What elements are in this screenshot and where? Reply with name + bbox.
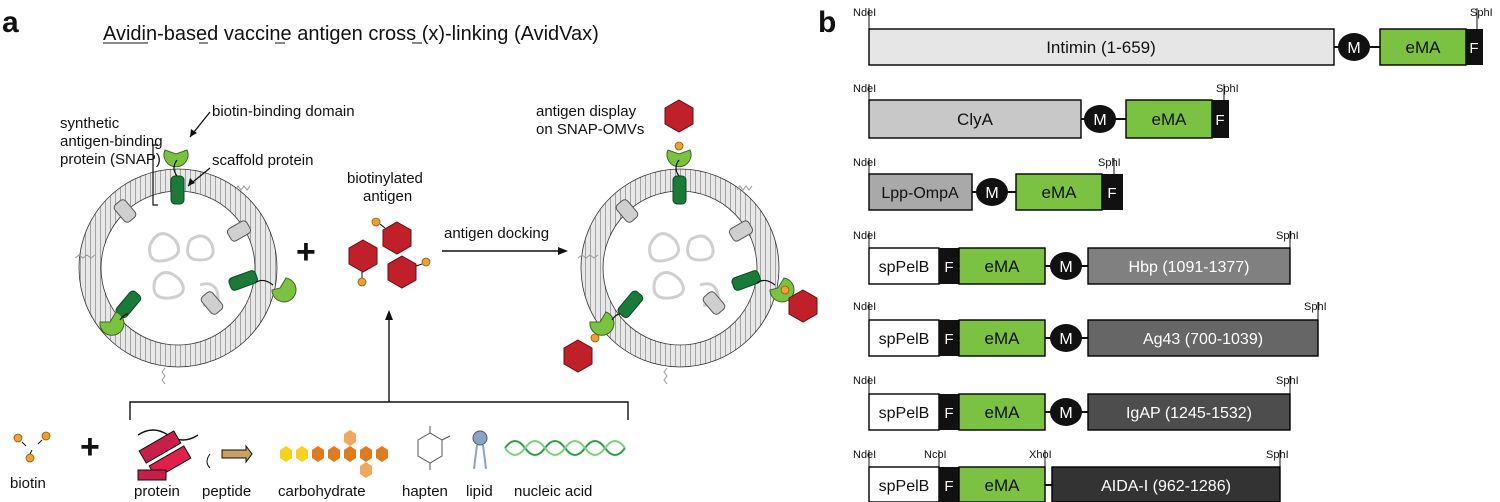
plus-sign-1: + xyxy=(296,233,316,271)
segment-f-2: F xyxy=(1215,112,1224,129)
site-sphi-4: SphI xyxy=(1276,230,1299,242)
snap-bracket xyxy=(152,144,158,206)
site-ndei-7: NdeI xyxy=(853,449,876,461)
site-ndei-4: NdeI xyxy=(853,230,876,242)
construct-row-4: NdeI SphI spPelB F eMA M Hbp (1091-1377) xyxy=(853,230,1299,285)
construct-row-6: NdeI SphI spPelB F eMA M IgAP (1245-1532… xyxy=(853,375,1299,431)
site-sphi-6: SphI xyxy=(1276,375,1299,387)
construct-row-1: NdeI SphI Intimin (1-659) M eMA F xyxy=(853,7,1493,66)
display-label-1: antigen display xyxy=(536,103,637,120)
cargo-label-hapten: hapten xyxy=(402,483,448,500)
segment-igap: IgAP (1245-1532) xyxy=(1126,405,1252,422)
site-ndei-5: NdeI xyxy=(853,301,876,313)
segment-ema-4: eMA xyxy=(985,257,1021,276)
site-ncoi-7: NcoI xyxy=(924,449,947,461)
biotinylated-label-2: antigen xyxy=(363,188,412,205)
scaffold-protein-label: scaffold protein xyxy=(212,152,313,169)
segment-ag43: Ag43 (700-1039) xyxy=(1143,331,1263,348)
biotinylated-label-1: biotinylated xyxy=(347,170,423,187)
peptide-icon xyxy=(206,444,253,469)
segment-aida-i: AIDA-I (962-1286) xyxy=(1101,478,1231,495)
site-ndei-1: NdeI xyxy=(853,7,876,19)
construct-row-2: NdeI SphI ClyA M eMA F xyxy=(853,83,1239,139)
segment-intimin: Intimin (1-659) xyxy=(1046,38,1156,57)
cargo-label-lipid: lipid xyxy=(466,483,493,500)
lipid-icon xyxy=(472,430,488,470)
segment-f-3: F xyxy=(1107,185,1116,202)
segment-ema-6: eMA xyxy=(985,403,1021,422)
carbohydrate-icon xyxy=(280,430,388,478)
omv-vesicle-left xyxy=(74,149,297,385)
segment-f-4: F xyxy=(944,259,953,276)
biotin-label: biotin xyxy=(10,475,46,492)
segment-f-6: F xyxy=(944,405,953,422)
site-sphi-2: SphI xyxy=(1216,83,1239,95)
cargo-bracket xyxy=(129,401,629,420)
segment-m-5: M xyxy=(1059,331,1072,348)
site-ndei-6: NdeI xyxy=(853,375,876,387)
snap-label-1: synthetic xyxy=(60,115,120,132)
segment-hbp: Hbp (1091-1377) xyxy=(1129,259,1250,276)
biotin-binding-domain-label: biotin-binding domain xyxy=(212,103,355,120)
panel-b-letter: b xyxy=(818,6,836,39)
site-sphi-5: SphI xyxy=(1304,301,1327,313)
omv-vesicle-right xyxy=(563,99,818,385)
site-ndei-2: NdeI xyxy=(853,83,876,95)
panel-a-letter: a xyxy=(2,6,19,39)
segment-ema-1: eMA xyxy=(1406,38,1442,57)
segment-sppelb-4: spPelB xyxy=(879,259,930,276)
snap-label-3: protein (SNAP) xyxy=(60,151,161,168)
segment-clya: ClyA xyxy=(957,110,994,129)
segment-ema-5: eMA xyxy=(985,329,1021,348)
construct-row-5: NdeI SphI spPelB F eMA M Ag43 (700-1039) xyxy=(853,301,1327,357)
segment-m-6: M xyxy=(1059,405,1072,422)
site-sphi-3: SphI xyxy=(1098,157,1121,169)
segment-sppelb-6: spPelB xyxy=(879,405,930,422)
cargo-label-nucleic-acid: nucleic acid xyxy=(514,483,592,500)
segment-sppelb-7: spPelB xyxy=(879,478,930,495)
hapten-icon xyxy=(417,426,451,470)
segment-f-1: F xyxy=(1469,40,1478,57)
segment-f-5: F xyxy=(944,331,953,348)
construct-row-3: NdeI SphI Lpp-OmpA M eMA F xyxy=(853,157,1123,211)
segment-m-1: M xyxy=(1347,40,1360,57)
protein-icon xyxy=(137,429,199,481)
display-label-2: on SNAP-OMVs xyxy=(536,121,644,138)
construct-row-7: NdeI NcoI XhoI SphI spPelB F eMA AIDA-I … xyxy=(853,449,1289,502)
site-sphi-7: SphI xyxy=(1266,449,1289,461)
antigen-docking-label: antigen docking xyxy=(444,225,549,242)
segment-ema-2: eMA xyxy=(1152,110,1188,129)
cargo-label-protein: protein xyxy=(134,483,180,500)
plus-sign-2: + xyxy=(80,428,100,466)
segment-m-3: M xyxy=(985,185,998,202)
site-xhoi-7: XhoI xyxy=(1029,449,1052,461)
biotin-molecules xyxy=(13,431,51,463)
cargo-label-carbohydrate: carbohydrate xyxy=(278,483,366,500)
panel-a-title: Avidin-based vaccine antigen cross (x)-l… xyxy=(103,23,599,45)
segment-ema-7: eMA xyxy=(985,476,1021,495)
site-sphi-1: SphI xyxy=(1470,7,1493,19)
segment-m-2: M xyxy=(1093,112,1106,129)
cargo-label-peptide: peptide xyxy=(202,483,251,500)
nucleic-acid-icon xyxy=(504,440,626,456)
segment-sppelb-5: spPelB xyxy=(879,331,930,348)
snap-label-2: antigen-binding xyxy=(60,133,163,150)
segment-m-4: M xyxy=(1059,259,1072,276)
site-ndei-3: NdeI xyxy=(853,157,876,169)
segment-f-7: F xyxy=(944,478,953,495)
biotinylated-antigens xyxy=(348,217,431,289)
segment-ema-3: eMA xyxy=(1042,183,1078,202)
segment-lpp-ompa: Lpp-OmpA xyxy=(881,185,959,202)
